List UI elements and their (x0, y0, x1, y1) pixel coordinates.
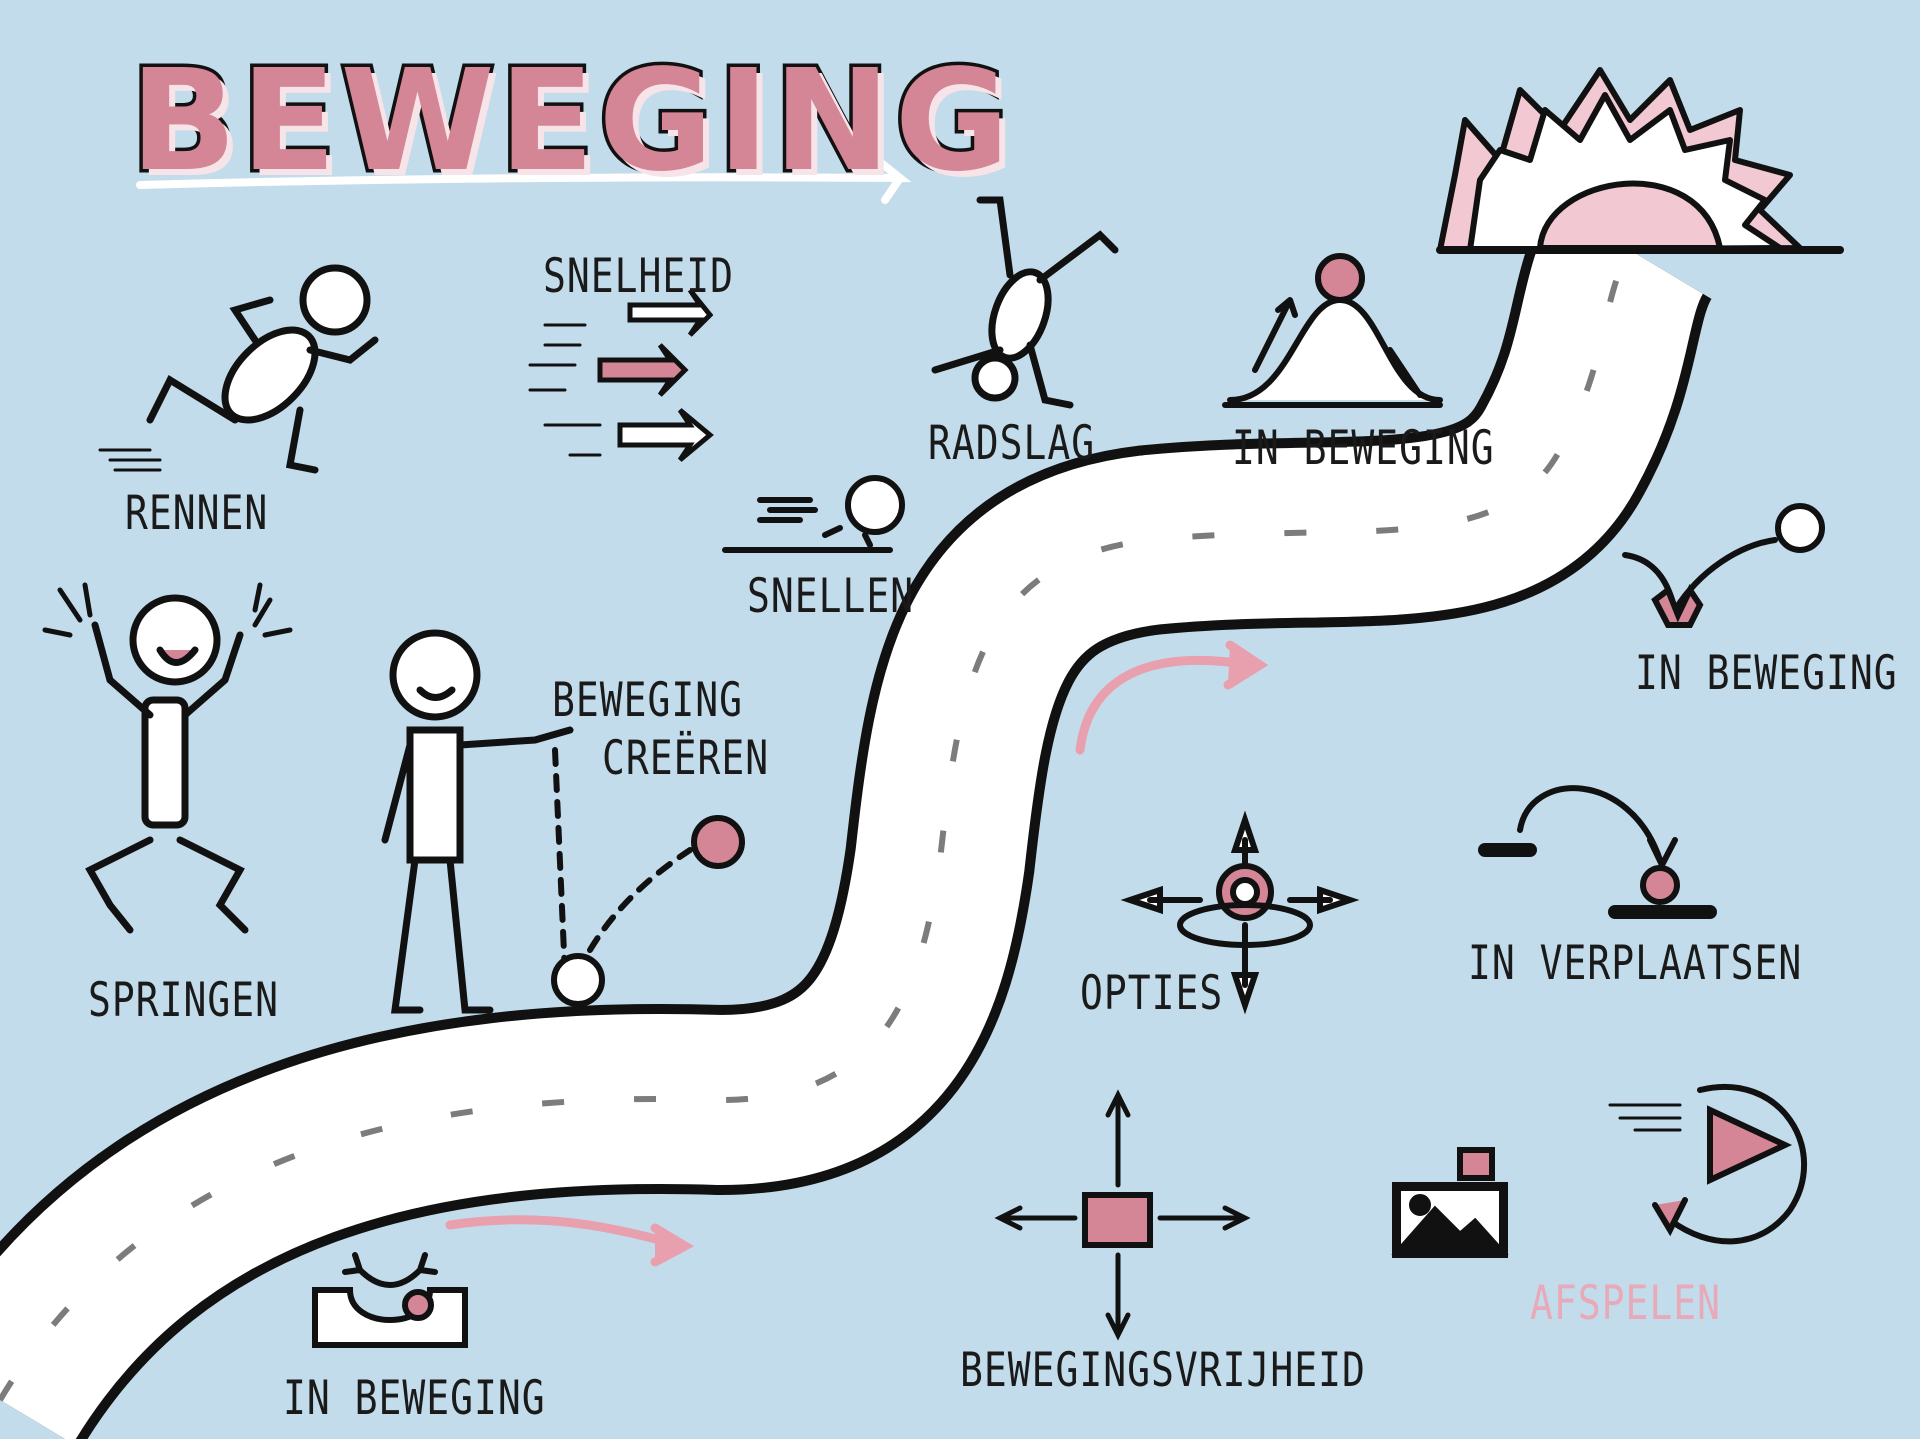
label-snellen: SNELLEN (747, 568, 915, 623)
label-beweging-creeren-2: CREËREN (602, 730, 770, 785)
sun-icon (1436, 67, 1844, 254)
label-bewegingsvrijheid: BEWEGINGSVRIJHEID (960, 1342, 1366, 1397)
running-figure-icon (98, 264, 379, 474)
freedom-arrows-icon (994, 1089, 1251, 1341)
label-in-beweging-ball: IN BEWEGING (1635, 645, 1898, 700)
bouncing-ball-icon (551, 747, 745, 1007)
label-opties: OPTIES (1080, 965, 1224, 1020)
ball-bounce-icon (1622, 503, 1825, 628)
footprint-path (0, 201, 1714, 1439)
label-rennen: RENNEN (125, 485, 269, 540)
label-in-verplaatsen: IN VERPLAATSEN (1468, 935, 1803, 990)
label-afspelen: AFSPELEN (1530, 1275, 1722, 1330)
options-arrows-icon (1120, 810, 1360, 1015)
pointing-figure-icon (381, 629, 574, 1014)
label-in-beweging-bottom: IN BEWEGING (283, 1370, 546, 1425)
jumping-figure-icon (42, 582, 293, 934)
progress-arrow-icon (445, 640, 1269, 1267)
label-beweging-creeren-1: BEWEGING (552, 672, 744, 727)
image-media-icon (1391, 1147, 1509, 1258)
label-springen: SPRINGEN (88, 972, 280, 1027)
label-in-beweging-bell: IN BEWEGING (1232, 420, 1495, 475)
page-title: BEWEGING (126, 37, 1014, 207)
label-snelheid: SNELHEID (543, 248, 735, 303)
cup-arrows-icon (312, 1252, 468, 1348)
label-radslag: RADSLAG (928, 415, 1096, 470)
cartwheel-figure-icon (931, 196, 1119, 409)
speed-arrows-icon (528, 288, 714, 462)
play-icon (1608, 1083, 1808, 1245)
bell-curve-icon (1222, 253, 1443, 408)
move-ball-icon (1478, 785, 1717, 919)
title-underline (136, 158, 912, 204)
dashing-figure-icon (722, 475, 905, 553)
